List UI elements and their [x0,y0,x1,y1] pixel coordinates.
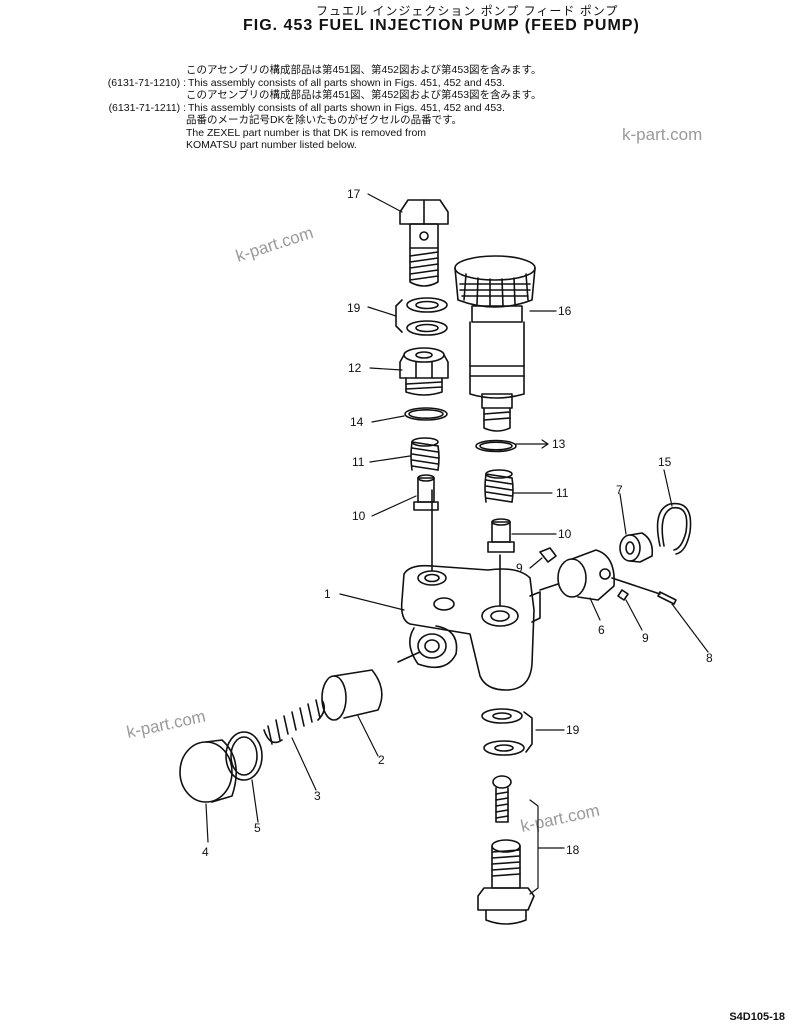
title-japanese: フュエル インジェクション ポンプ フィード ポンプ [316,4,619,18]
callout-9: 9 [642,631,649,645]
gasket-part [225,731,263,781]
note-line: このアセンブリの構成部品は第451図、第452図および第453図を含みます。 [186,64,542,76]
note-line: KOMATSU part number listed below. [186,139,357,151]
sleeve-part [321,669,383,721]
callout-11: 11 [556,486,569,500]
callout-12: 12 [348,361,362,375]
o-ring-part [404,407,448,421]
callout-1: 1 [324,587,331,601]
cap-part [179,739,238,803]
callout-18: 18 [566,843,580,857]
note-text: This assembly consists of all parts show… [188,101,505,114]
o-ring-part [408,408,444,419]
note-line: (6131-71-1211) : This assembly consists … [86,102,541,115]
spring-part-left [410,437,440,471]
note-text: This assembly consists of all parts show… [188,76,505,89]
callout-8: 8 [706,651,713,665]
small-nut-part [539,547,557,563]
notes-block: このアセンブリの構成部品は第451図、第452図および第453図を含みます。 (… [86,64,542,152]
leader-line [611,577,661,595]
part-number-code: (6131-71-1211) : [108,101,186,114]
washer-pair-upper [395,297,448,336]
o-ring-part [479,441,513,451]
connector-part [539,549,615,601]
note-line: (6131-71-1210) : This assembly consists … [86,77,541,90]
part-number-code: (6131-71-1210) : [107,76,186,89]
callout-3: 3 [314,789,321,803]
priming-pump-part [454,255,536,432]
note-line: The ZEXEL part number is that DK is remo… [186,126,427,139]
gasket-part [230,736,258,776]
callout-16: 16 [558,304,572,318]
callout-10: 10 [352,509,366,523]
o-ring-part [475,439,517,453]
figure-title: FIG. 453 FUEL INJECTION PUMP (FEED PUMP) [243,17,640,34]
watermark: k-part.com [125,707,207,742]
sleeve-bolt-part [477,839,535,925]
callout-2: 2 [378,753,385,767]
callout-13: 13 [552,437,566,451]
callout-14: 14 [350,415,364,429]
snap-ring-part [661,506,688,551]
leader-lines [205,193,709,895]
watermark: k-part.com [519,801,601,836]
screw-part [492,775,512,823]
callout-9: 9 [516,561,523,575]
note-line: 品番のメーカ記号DKを除いたものがゼクセルの品番です。 [186,114,463,126]
pump-body-part [397,489,541,691]
valve-part-right [487,518,515,553]
pin-part [657,591,677,605]
callout-7: 7 [616,483,623,497]
hex-nut-part [399,347,449,396]
sheet-identifier: S4D105-18 [729,1011,785,1023]
washer-pair-lower [481,708,533,756]
callout-17: 17 [347,187,361,201]
snap-ring-part [656,502,692,555]
callout-19: 19 [566,723,580,737]
callout-6: 6 [598,623,605,637]
note-line: このアセンブリの構成部品は第451図、第452図および第453図を含みます。 [186,89,542,101]
watermark: k-part.com [233,223,315,266]
callout-4: 4 [202,845,209,859]
watermark: k-part.com [622,125,702,144]
callout-15: 15 [658,455,672,469]
spring-part [263,699,326,745]
callout-5: 5 [254,821,261,835]
callout-11: 11 [352,455,365,469]
banjo-bolt-part [399,199,449,287]
valve-part-left [413,474,439,511]
small-pin-part [617,589,629,601]
callout-19: 19 [347,301,361,315]
callout-10: 10 [558,527,572,541]
spring-part-right [484,469,514,503]
cylinder-part [619,532,654,563]
